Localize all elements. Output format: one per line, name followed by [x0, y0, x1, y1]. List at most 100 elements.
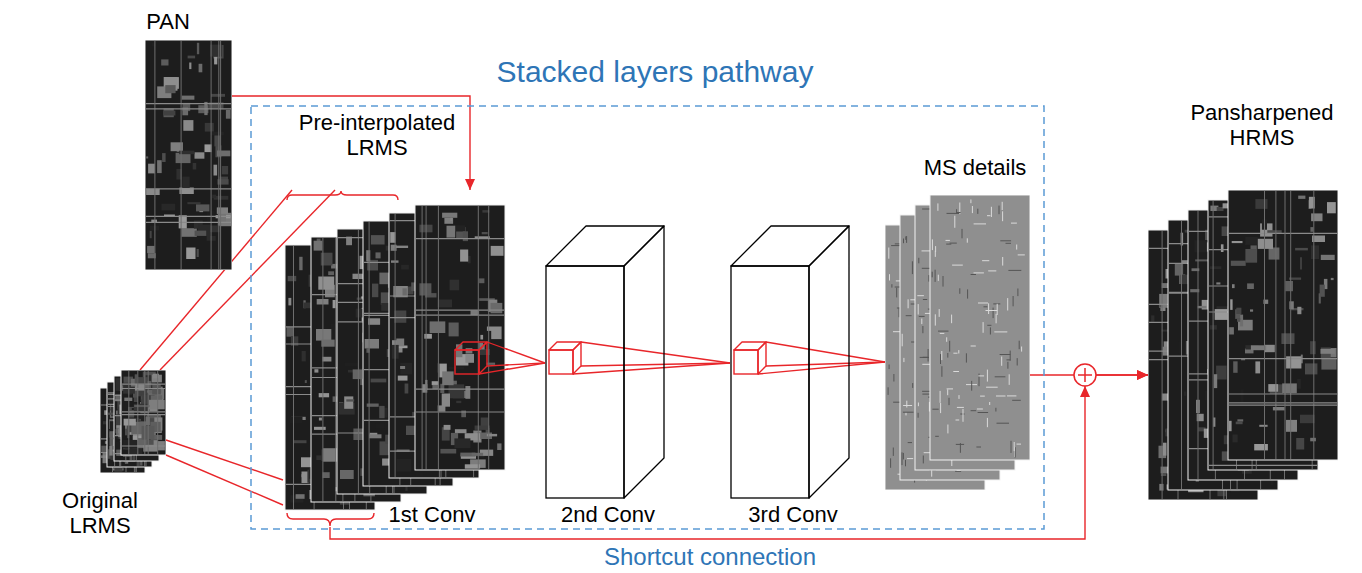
image-texture — [1321, 349, 1335, 354]
detail-texture — [912, 261, 913, 274]
image-texture — [1285, 281, 1293, 291]
image-texture — [1281, 333, 1294, 344]
detail-texture — [971, 274, 976, 275]
image-texture — [146, 188, 231, 189]
sum-cross — [1084, 368, 1086, 382]
image-texture — [1259, 425, 1267, 427]
image-texture — [472, 453, 484, 456]
image-layer — [930, 195, 1030, 460]
detail-texture — [997, 423, 1010, 424]
image-texture — [416, 315, 504, 316]
detail-texture — [935, 251, 936, 257]
image-texture — [376, 252, 381, 258]
image-texture — [1255, 199, 1267, 209]
input-stack-picture — [283, 190, 508, 527]
detail-texture — [893, 448, 894, 456]
image-texture — [193, 163, 197, 170]
connector-line — [1030, 374, 1074, 375]
detail-texture — [935, 270, 936, 282]
image-texture — [401, 265, 409, 270]
image-texture — [211, 132, 224, 135]
detail-texture — [987, 215, 990, 216]
detail-texture — [1011, 223, 1017, 224]
detail-texture — [988, 270, 996, 271]
kernel-cube — [573, 342, 581, 374]
detail-texture — [940, 354, 941, 364]
image-texture — [1297, 307, 1301, 314]
image-texture — [1290, 191, 1291, 459]
detail-texture — [899, 308, 900, 318]
kernel-cube — [734, 350, 758, 374]
detail-texture — [1011, 441, 1012, 453]
image-texture — [152, 384, 161, 394]
detail-texture — [1013, 296, 1014, 306]
pathway-band: Stacked layers pathwayPre-interpolated L… — [250, 105, 1045, 530]
image-texture — [197, 43, 199, 54]
kernel-cube — [479, 342, 487, 374]
stack-label: Pre-interpolated LRMS — [290, 110, 465, 160]
detail-texture — [1007, 298, 1008, 310]
detail-texture — [953, 353, 957, 354]
detail-texture — [932, 239, 933, 250]
detail-texture — [957, 407, 964, 408]
detail-stack-picture — [885, 195, 1030, 490]
detail-texture — [1001, 357, 1002, 366]
image-texture — [182, 177, 189, 188]
detail-texture — [984, 306, 988, 307]
image-texture — [205, 144, 212, 152]
detail-texture — [954, 216, 955, 228]
image-texture — [1198, 306, 1207, 308]
connector-line — [166, 440, 283, 480]
image-texture — [1233, 435, 1238, 443]
detail-stack: MS details — [885, 195, 1030, 490]
image-texture — [122, 414, 165, 415]
detail-texture — [955, 471, 961, 472]
detail-texture — [996, 396, 1006, 397]
detail-texture — [928, 275, 929, 282]
connector-line — [166, 455, 283, 505]
detail-texture — [891, 284, 892, 287]
image-texture — [460, 250, 468, 262]
detail-texture — [986, 310, 998, 311]
image-texture — [195, 231, 207, 236]
stack-label: Pansharpened HRMS — [1175, 100, 1350, 150]
image-texture — [211, 94, 225, 97]
image-texture — [1331, 278, 1334, 280]
detail-texture — [908, 299, 909, 308]
image-texture — [1265, 345, 1275, 352]
connector-line — [766, 342, 885, 362]
image-texture — [392, 285, 407, 297]
image-texture — [299, 257, 302, 270]
image-texture — [196, 204, 209, 211]
image-texture — [305, 380, 307, 383]
image-texture — [1230, 299, 1232, 310]
conv-block-picture — [730, 225, 850, 500]
image-texture — [181, 41, 182, 269]
image-texture — [123, 440, 137, 448]
layer-label: 1st Conv — [389, 502, 476, 527]
detail-texture — [999, 206, 1000, 215]
kernel-cube — [455, 350, 479, 374]
detail-texture — [923, 357, 928, 358]
connector-line — [573, 363, 730, 374]
image-texture — [482, 232, 488, 234]
image-texture — [1217, 207, 1224, 211]
image-texture — [487, 363, 496, 365]
detail-texture — [956, 209, 957, 213]
detail-texture — [1000, 240, 1011, 241]
image-label: Original LRMS — [50, 488, 150, 538]
image-texture — [322, 238, 323, 501]
detail-texture — [903, 405, 912, 406]
image-texture — [328, 271, 334, 275]
image-texture — [211, 41, 212, 269]
image-texture — [1159, 294, 1167, 308]
image-texture — [449, 323, 459, 337]
image-texture — [456, 401, 461, 403]
connector — [758, 342, 885, 374]
image-texture — [1231, 261, 1246, 266]
image-texture — [376, 424, 384, 429]
kernel-cube — [758, 342, 766, 374]
image-texture — [398, 376, 408, 381]
image-texture — [426, 206, 427, 469]
